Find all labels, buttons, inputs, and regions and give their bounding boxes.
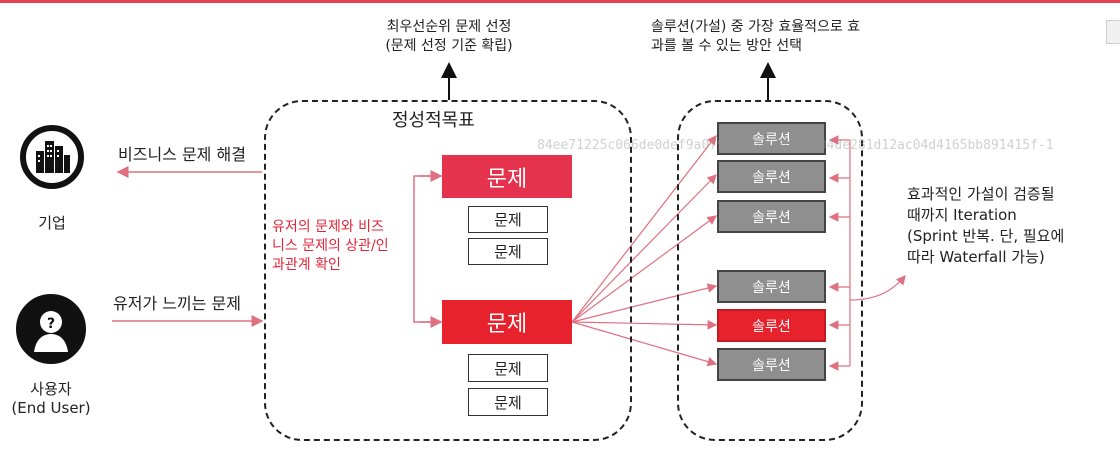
priority-caption: 최우선순위 문제 선정 (문제 선정 기준 확립)	[385, 19, 513, 54]
solution-box-4: 솔루션	[717, 270, 826, 303]
watermark-hash: 84ee71225c066de0def9a0f91e1ab8ae80d704de…	[537, 138, 1054, 153]
top-sub-problem-1: 문제	[468, 206, 548, 233]
solution-box-2: 솔루션	[717, 160, 826, 193]
top-problem-box: 문제	[442, 155, 572, 198]
correlation-note: 유저의 문제와 비즈 니스 문제의 상관/인 과관계 확인	[272, 219, 389, 273]
iteration-note: 효과적인 가설이 검증될 때까지 Iteration (Sprint 반복. 단…	[907, 185, 1065, 266]
svg-text:?: ?	[47, 316, 55, 332]
main-sub-problem-2: 문제	[468, 388, 548, 416]
top-sub-problem-2: 문제	[468, 238, 548, 265]
solution-box-1: 솔루션	[717, 122, 826, 155]
solution-box-3: 솔루션	[717, 200, 826, 233]
user-label: 사용자 (End User)	[11, 380, 91, 417]
qualitative-goal-title: 정성적목표	[392, 110, 475, 131]
company-building-icon	[20, 125, 84, 189]
fan-lines	[571, 135, 718, 367]
business-problem-label: 비즈니스 문제 해결	[118, 145, 246, 164]
solutions-container	[677, 100, 863, 441]
iteration-bracket	[828, 135, 906, 371]
solution-box-selected: 솔루션	[717, 309, 826, 342]
company-label: 기업	[38, 214, 66, 232]
scroll-corner	[1106, 20, 1120, 44]
main-problem-box: 문제	[442, 300, 572, 344]
top-accent-line	[0, 0, 1120, 3]
solution-box-6: 솔루션	[717, 348, 826, 381]
solution-caption: 솔루션(가설) 중 가장 효율적으로 효 과를 볼 수 있는 방안 선택	[651, 19, 861, 54]
qualitative-goal-container	[264, 100, 632, 441]
main-sub-problem-1: 문제	[468, 354, 548, 382]
user-problem-label: 유저가 느끼는 문제	[113, 294, 241, 313]
user-icon: ?	[16, 294, 86, 364]
